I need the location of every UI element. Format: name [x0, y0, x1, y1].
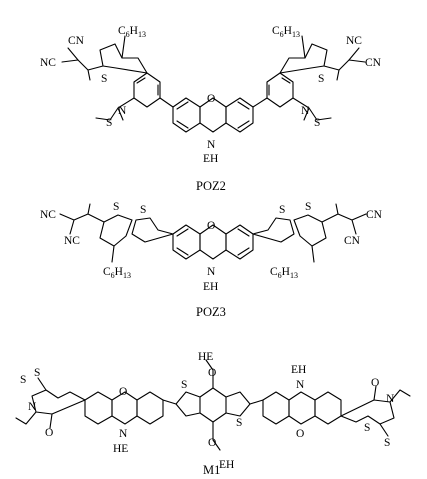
poz2-btd-n-left: N: [118, 105, 127, 117]
m1-bonds: [15, 359, 411, 451]
poz2-cyano-left-bottom: NC: [40, 57, 56, 69]
m1-rhodanine-s-right: S: [364, 422, 370, 434]
poz2-cyano-right-bottom: CN: [365, 57, 382, 69]
m1-ring-oxygen-left: O: [119, 386, 127, 398]
m1-rhodanine-s-right-exo: S: [384, 437, 390, 449]
molecule-poz2: O N EH S S N N S S C6H13 C6H13 CN NC NC …: [40, 25, 382, 193]
poz3-cyano-right-top: CN: [366, 209, 383, 221]
m1-rhodanine-o-right: O: [371, 377, 379, 389]
poz3-cyano-left-top: NC: [40, 209, 56, 221]
poz3-cyano-right-bottom: CN: [344, 235, 361, 247]
m1-rhodanine-s-left-exo: S: [34, 367, 40, 379]
poz3-n-substituent: EH: [203, 281, 218, 293]
m1-ring-nitrogen-right: N: [296, 379, 305, 391]
m1-substituent-top: HE: [198, 351, 213, 363]
poz3-alkyl-left: C6H13: [103, 266, 131, 280]
poz2-n-substituent: EH: [203, 153, 218, 165]
m1-oxygen-bottom: O: [208, 437, 216, 449]
poz3-caption: POZ3: [196, 305, 226, 319]
poz2-bonds: [61, 35, 366, 133]
poz2-btd-s-right: S: [314, 117, 320, 129]
m1-caption: M1: [203, 463, 220, 477]
poz2-btd-n-right: N: [301, 105, 310, 117]
poz3-ring-nitrogen: N: [207, 266, 216, 278]
m1-ring-oxygen-right: O: [296, 428, 304, 440]
m1-rhodanine-n-left: N: [28, 401, 37, 413]
poz3-bonds: [59, 203, 367, 263]
poz3-thiophene-s1: S: [140, 204, 146, 216]
poz2-ring-oxygen: O: [207, 93, 215, 105]
m1-n-substituent-left: HE: [113, 443, 128, 455]
poz3-cyano-left-bottom: NC: [64, 235, 80, 247]
m1-bdt-s-right: S: [236, 417, 242, 429]
m1-oxygen-top: O: [208, 367, 216, 379]
poz2-thiophene-s-left: S: [101, 73, 107, 85]
m1-n-substituent-right: EH: [291, 364, 306, 376]
poz3-thiophene-s3: S: [113, 201, 119, 213]
poz2-cyano-left-top: CN: [68, 35, 85, 47]
poz3-thiophene-s4: S: [305, 201, 311, 213]
molecule-m1: HE EH O O S S O N HE N EH O S S N O O N …: [15, 351, 411, 477]
poz3-thiophene-s2: S: [279, 204, 285, 216]
poz2-alkyl-right: C6H13: [272, 25, 300, 39]
poz3-alkyl-right: C6H13: [270, 266, 298, 280]
poz2-cyano-right-top: NC: [346, 35, 362, 47]
m1-rhodanine-s-left: S: [20, 374, 26, 386]
poz2-ring-nitrogen: N: [207, 139, 216, 151]
poz2-btd-s-left: S: [106, 117, 112, 129]
m1-substituent-bottom: EH: [219, 459, 234, 471]
poz2-alkyl-left: C6H13: [118, 25, 146, 39]
m1-bdt-s-left: S: [181, 379, 187, 391]
poz3-ring-oxygen: O: [207, 220, 215, 232]
molecule-poz3: O N EH S S S S C6H13 C6H13 NC NC CN CN P…: [40, 201, 383, 319]
m1-ring-nitrogen-left: N: [119, 428, 128, 440]
m1-rhodanine-o-left: O: [45, 427, 53, 439]
m1-rhodanine-n-right: N: [386, 393, 395, 405]
poz2-caption: POZ2: [196, 179, 226, 193]
poz2-thiophene-s-right: S: [318, 73, 324, 85]
